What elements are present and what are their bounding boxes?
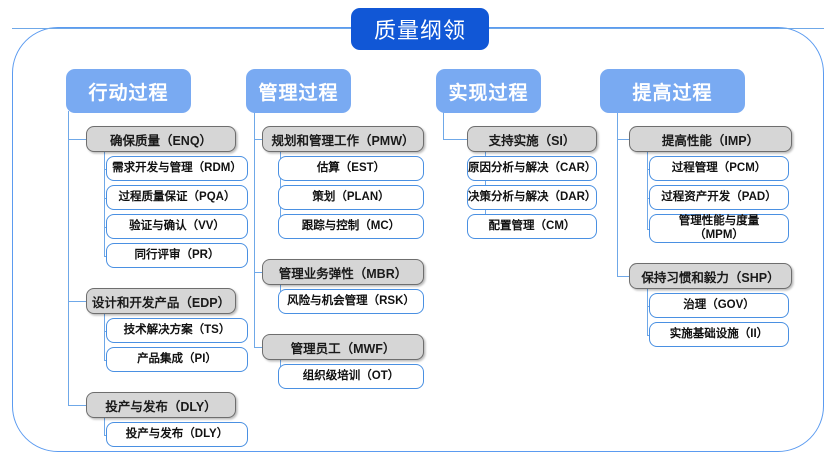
- connector-leaf-stub: [647, 334, 649, 336]
- connector-leaf-stub: [104, 359, 106, 361]
- leaf-node[interactable]: 技术解决方案（TS）: [106, 318, 248, 343]
- group-node[interactable]: 投产与发布（DLY）: [86, 392, 236, 418]
- group-node[interactable]: 提高性能（IMP）: [629, 126, 792, 152]
- leaf-node[interactable]: 过程管理（PCM）: [649, 156, 789, 181]
- connector-group-stub: [254, 139, 262, 141]
- column-header-4: 提高过程: [600, 69, 745, 113]
- leaf-node[interactable]: 原因分析与解决（CAR）: [467, 156, 597, 181]
- leaf-node[interactable]: 投产与发布（DLY）: [106, 422, 248, 447]
- connector-group-spine: [104, 312, 106, 360]
- connector-leaf-stub: [104, 255, 106, 257]
- group-node[interactable]: 管理业务弹性（MBR）: [262, 259, 424, 285]
- leaf-node[interactable]: 验证与确认（VV）: [106, 214, 248, 239]
- leaf-node[interactable]: 组织级培训（OT）: [278, 364, 424, 389]
- connector-column-spine: [68, 111, 70, 405]
- connector-leaf-stub: [647, 228, 649, 230]
- column-header-2: 管理过程: [246, 69, 351, 113]
- group-node[interactable]: 设计和开发产品（EDP）: [86, 288, 236, 314]
- leaf-node[interactable]: 跟踪与控制（MC）: [278, 214, 424, 239]
- connector-group-stub: [617, 276, 629, 278]
- leaf-node[interactable]: 产品集成（PI）: [106, 347, 248, 372]
- connector-group-stub: [68, 301, 86, 303]
- connector-column-spine: [254, 111, 256, 347]
- leaf-node[interactable]: 管理性能与度量（MPM）: [649, 214, 789, 243]
- group-node[interactable]: 确保质量（ENQ）: [86, 126, 236, 152]
- diagram-title: 质量纲领: [351, 8, 489, 50]
- connector-column-spine: [617, 111, 619, 276]
- connector-group-spine: [647, 287, 649, 335]
- leaf-node[interactable]: 风险与机会管理（RSK）: [278, 289, 424, 314]
- group-node[interactable]: 规划和管理工作（PMW）: [262, 126, 424, 152]
- connector-group-stub: [443, 139, 467, 141]
- connector-group-stub: [254, 347, 262, 349]
- connector-group-stub: [68, 139, 86, 141]
- leaf-node[interactable]: 实施基础设施（II）: [649, 322, 789, 347]
- leaf-node[interactable]: 过程资产开发（PAD）: [649, 185, 789, 210]
- leaf-node[interactable]: 估算（EST）: [278, 156, 424, 181]
- column-header-1: 行动过程: [66, 69, 191, 113]
- leaf-node[interactable]: 同行评审（PR）: [106, 243, 248, 268]
- column-header-3: 实现过程: [436, 69, 541, 113]
- leaf-node[interactable]: 需求开发与管理（RDM）: [106, 156, 248, 181]
- connector-group-stub: [617, 139, 629, 141]
- leaf-node[interactable]: 配置管理（CM）: [467, 214, 597, 239]
- leaf-node[interactable]: 治理（GOV）: [649, 293, 789, 318]
- connector-group-spine: [104, 150, 106, 256]
- leaf-node[interactable]: 策划（PLAN）: [278, 185, 424, 210]
- leaf-node[interactable]: 过程质量保证（PQA）: [106, 185, 248, 210]
- connector-group-spine: [647, 150, 649, 229]
- leaf-node[interactable]: 决策分析与解决（DAR）: [467, 185, 597, 210]
- connector-group-spine: [104, 416, 106, 435]
- group-node[interactable]: 管理员工（MWF）: [262, 334, 424, 360]
- connector-leaf-stub: [104, 434, 106, 436]
- connector-group-stub: [68, 405, 86, 407]
- connector-column-spine: [443, 111, 445, 139]
- connector-group-stub: [254, 272, 262, 274]
- group-node[interactable]: 支持实施（SI）: [467, 126, 597, 152]
- group-node[interactable]: 保持习惯和毅力（SHP）: [629, 263, 792, 289]
